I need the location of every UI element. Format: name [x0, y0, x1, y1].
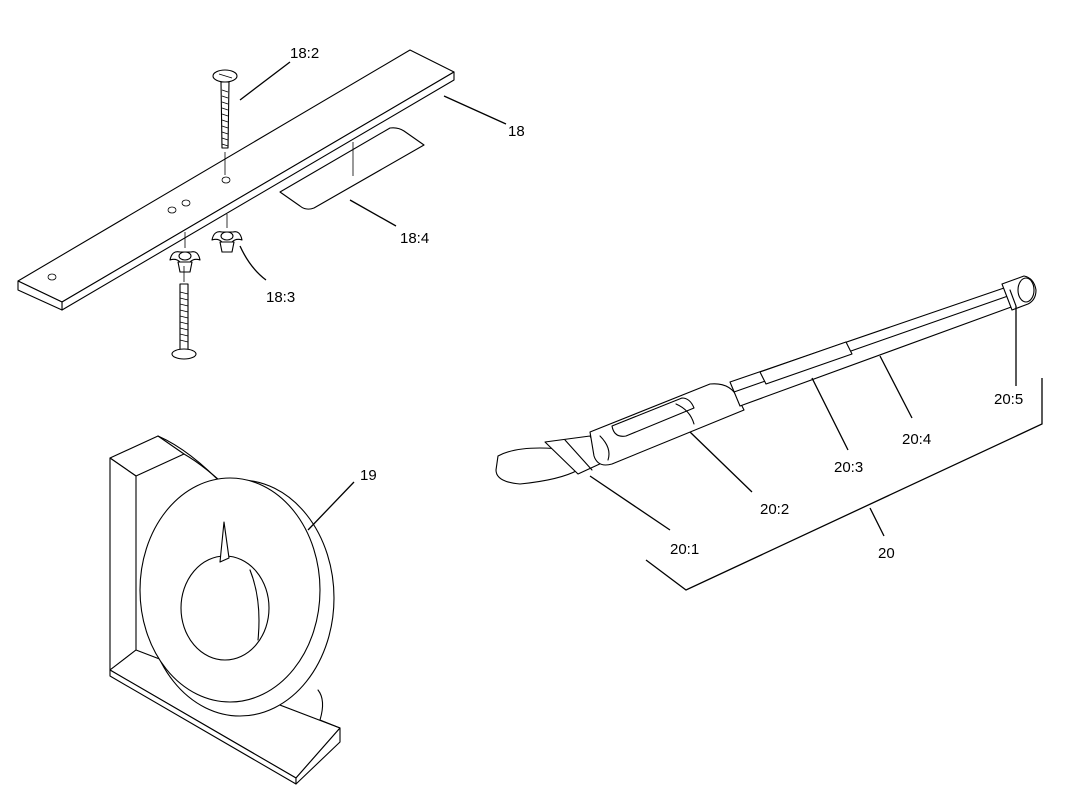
wing-nut-right	[211, 214, 243, 253]
top-bolt	[212, 69, 238, 175]
wing-nut-left	[169, 232, 201, 273]
decal-plate	[279, 127, 425, 210]
callout-18: 18	[508, 123, 525, 140]
callout-18-2: 18:2	[290, 45, 319, 62]
holder-disc	[139, 477, 335, 717]
bar-assembly	[17, 49, 455, 311]
callouts: 18:2 18 18:4 18:3 19 20:5 20:4 20:3 20:2…	[266, 45, 1023, 562]
callout-20-4: 20:4	[902, 431, 931, 448]
paint-brush	[495, 275, 1037, 485]
bottom-bolt	[171, 266, 197, 360]
leader-lines	[239, 61, 1043, 591]
callout-20: 20	[878, 545, 895, 562]
callout-19: 19	[360, 467, 377, 484]
callout-18-3: 18:3	[266, 289, 295, 306]
callout-20-2: 20:2	[760, 501, 789, 518]
callout-20-1: 20:1	[670, 541, 699, 558]
callout-18-4: 18:4	[400, 230, 429, 247]
callout-20-3: 20:3	[834, 459, 863, 476]
callout-20-5: 20:5	[994, 391, 1023, 408]
